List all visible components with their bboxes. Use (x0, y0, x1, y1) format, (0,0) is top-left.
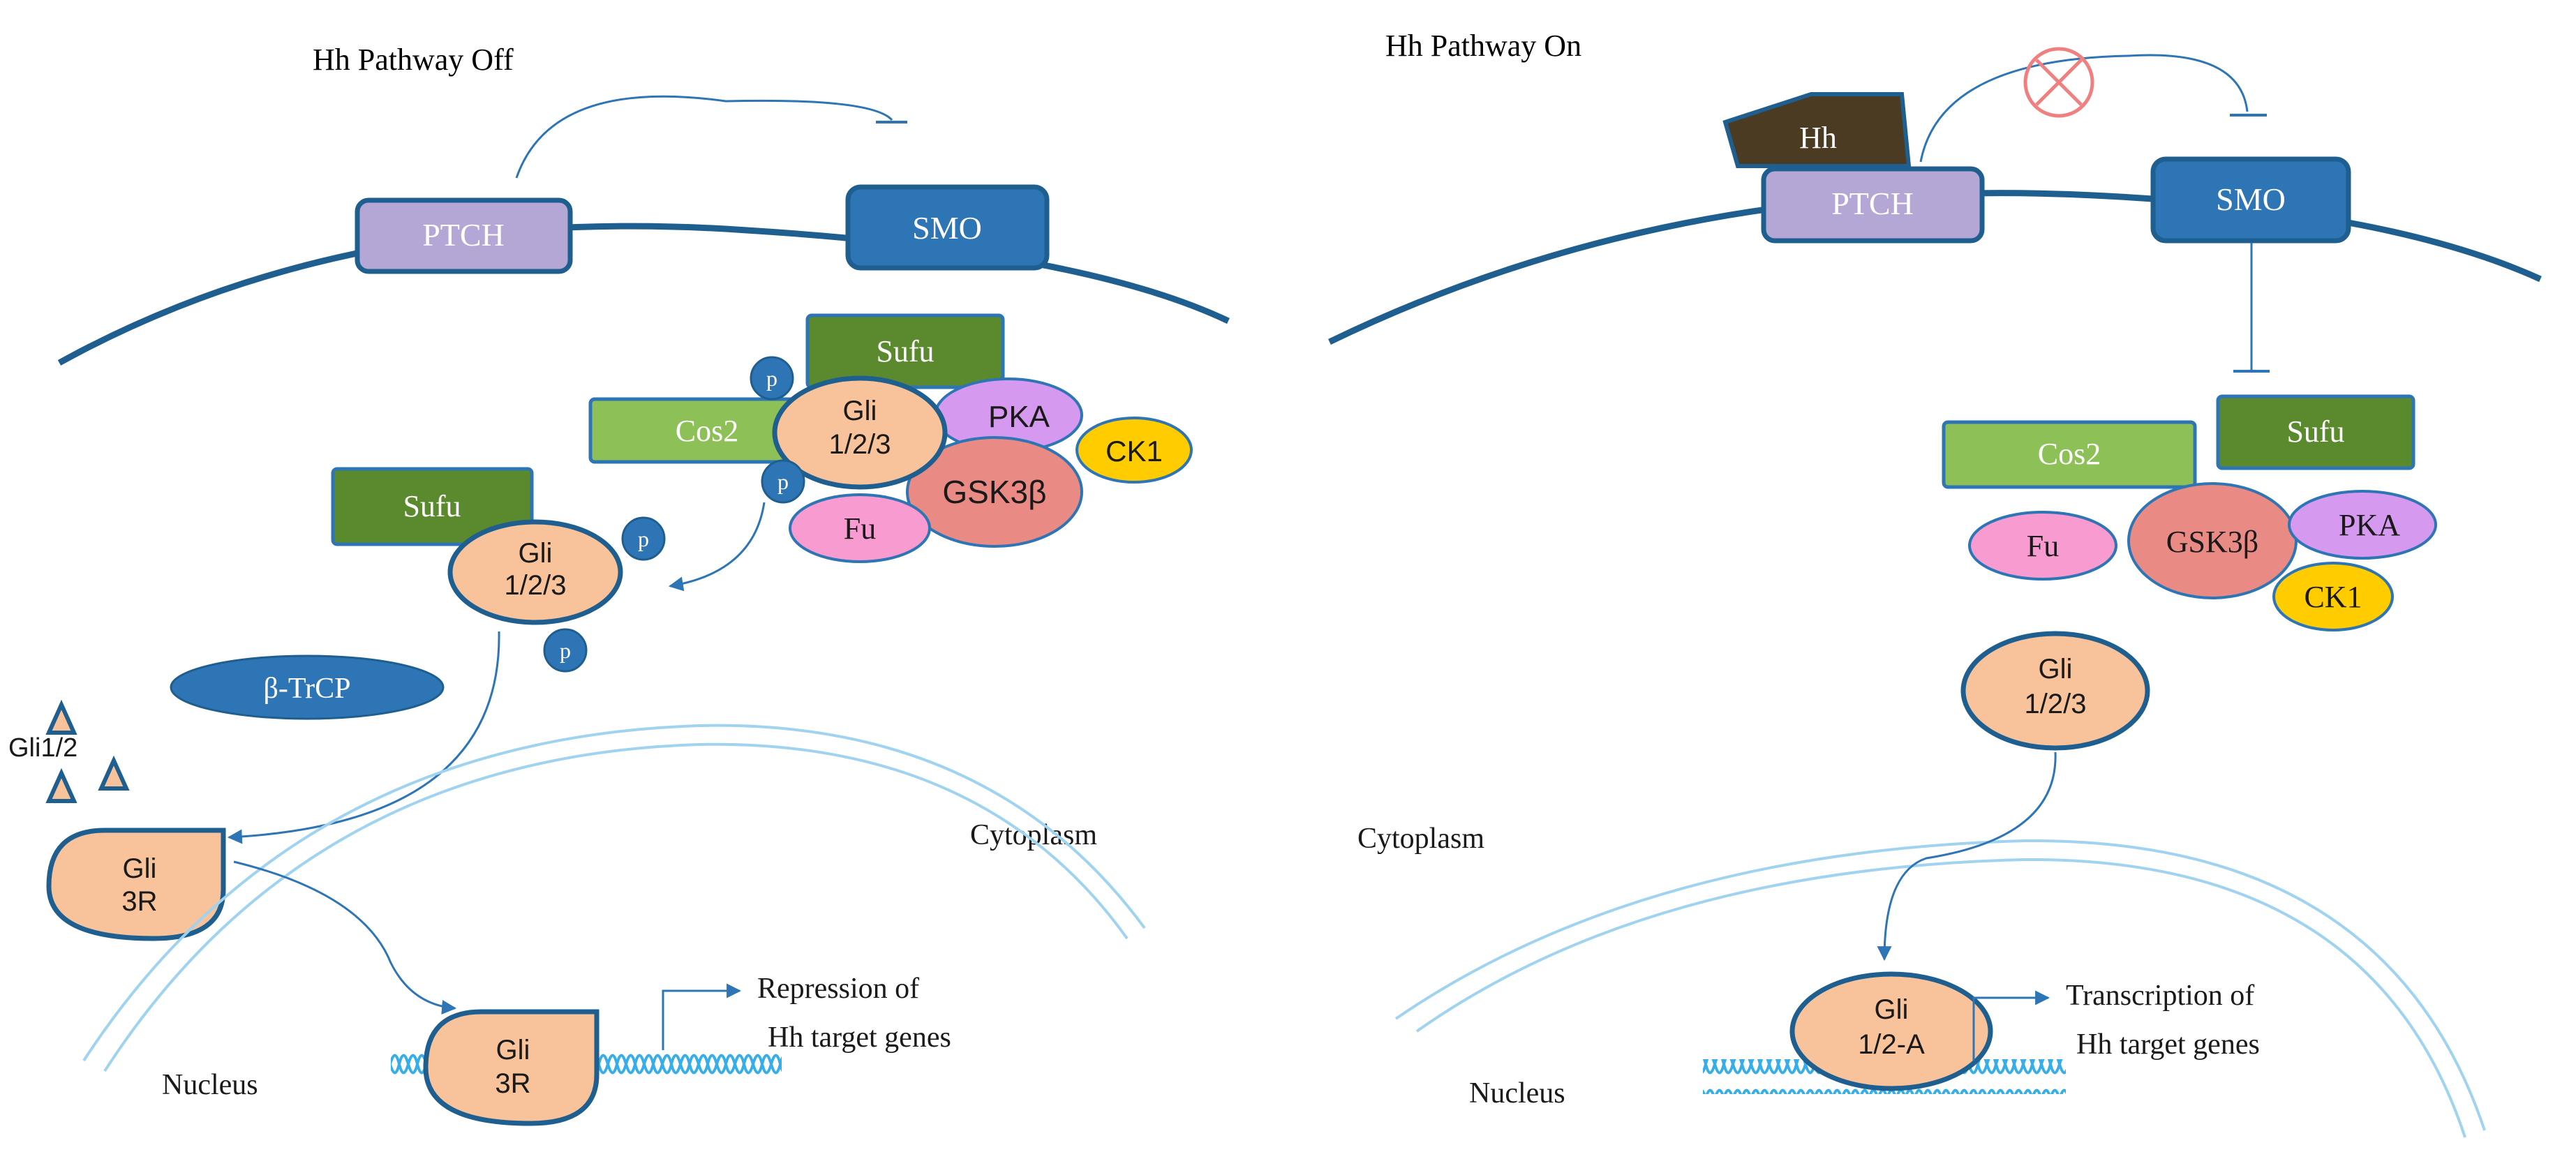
right-hh-label: Hh (1799, 121, 1837, 155)
right-nuclear-envelope-inner (1415, 858, 2466, 1138)
left-ptch-box (355, 197, 573, 274)
svg-text:p: p (766, 366, 777, 391)
left-gli-released-ellipse (447, 519, 623, 625)
right-cytoplasm-label: Cytoplasm (1357, 823, 1484, 855)
right-ptch-label: PTCH (1831, 186, 1914, 221)
right-pka-ellipse (2288, 490, 2437, 560)
left-gli3r-nuc-line1: Gli (496, 1035, 530, 1065)
right-gli-active-line1: Gli (1875, 994, 1909, 1025)
right-gli-free-line1: Gli (2039, 654, 2073, 685)
left-pka-label: PKA (988, 400, 1050, 434)
left-phospho-top: p (750, 356, 794, 401)
right-ck1-label: CK1 (2304, 580, 2362, 614)
left-sufu-box (331, 467, 534, 546)
left-gli12-label: Gli1/2 (8, 733, 77, 763)
left-release-arrow (668, 502, 766, 592)
left-phospho-bottom: p (761, 459, 805, 504)
right-sufu-label: Sufu (2286, 414, 2344, 449)
right-blocked-icon (2023, 47, 2094, 118)
left-cytoplasm-label: Cytoplasm (970, 819, 1097, 851)
left-smo-box (845, 184, 1050, 271)
left-processing-arrow (227, 631, 500, 844)
left-plasma-membrane (57, 223, 1230, 366)
left-outcome-line1: Repression of (757, 973, 919, 1005)
left-gsk3b-label: GSK3β (942, 474, 1046, 510)
right-gli-free-ellipse (1960, 631, 2150, 751)
right-outcome-line1: Transcription of (2066, 980, 2254, 1012)
left-sufu-complex-label: Sufu (876, 334, 934, 368)
right-smo-box (2150, 156, 2351, 244)
left-nuclear-import-arrow (233, 860, 457, 1015)
left-phospho-right: p (621, 516, 666, 561)
left-fu-label: Fu (844, 511, 876, 546)
right-outcome-line2: Hh target genes (2076, 1028, 2260, 1061)
right-cos2-label: Cos2 (2038, 437, 2101, 471)
left-gli3r-cyto-line2: 3R (121, 886, 157, 917)
left-btrcp-label: β-TrCP (264, 673, 351, 705)
right-ck1-ellipse (2272, 562, 2394, 631)
left-ck1-ellipse (1075, 417, 1193, 484)
right-gli-active-ellipse (1789, 971, 1993, 1091)
left-outcome-line2: Hh target genes (768, 1022, 951, 1054)
left-ptch-smo-inhibition (515, 95, 893, 179)
left-cos2-label: Cos2 (676, 414, 738, 448)
left-nuclear-envelope-inner (103, 742, 1129, 1072)
left-gli3r-nuc-shape (423, 1009, 600, 1126)
right-smo-label: SMO (2216, 181, 2286, 217)
right-gsk3b-label: GSK3β (2166, 525, 2258, 559)
left-ck1-label: CK1 (1105, 435, 1163, 467)
right-nuclear-envelope-outer (1394, 839, 2486, 1131)
left-gsk3b-ellipse (906, 436, 1083, 548)
left-gli3r-cyto-line1: Gli (123, 853, 157, 884)
left-nuclear-envelope-outer (82, 724, 1146, 1062)
svg-text:p: p (777, 469, 789, 494)
right-ptch-box (1761, 166, 1985, 244)
left-gli-complex-line1: Gli (843, 396, 877, 426)
right-ptch-smo-inhibition (1919, 54, 2249, 163)
left-gli12-fragment-3 (98, 755, 130, 791)
right-panel: Hh Pathway On Hh PTCH SMO Cos2 Sufu Fu G… (1328, 29, 2542, 1138)
left-ptch-label: PTCH (422, 217, 505, 253)
right-gli-active-line2: 1/2-A (1858, 1029, 1925, 1060)
left-btrcp-ellipse (170, 654, 445, 720)
right-sufu-box (2216, 394, 2415, 470)
right-plasma-membrane (1328, 190, 2542, 345)
left-phospho-lower: p (543, 628, 588, 673)
left-gli-released-line1: Gli (519, 538, 553, 569)
left-transcription-arrow (662, 983, 742, 1050)
left-gli3r-cyto-shape (46, 828, 226, 941)
right-nuclear-import-arrow (1877, 751, 2057, 962)
left-panel: Hh Pathway Off PTCH SMO Sufu Cos2 PKA CK… (8, 43, 1230, 1126)
svg-text:p: p (560, 638, 571, 663)
right-cos2-box (1942, 420, 2197, 489)
right-fu-ellipse (1968, 511, 2117, 581)
left-smo-label: SMO (912, 210, 982, 246)
right-nucleus-label: Nucleus (1469, 1077, 1565, 1109)
right-gli-free-line2: 1/2/3 (2025, 689, 2087, 719)
left-sufu-label: Sufu (403, 489, 461, 523)
left-gli3r-nuc-line2: 3R (495, 1068, 530, 1099)
svg-text:p: p (638, 526, 649, 551)
left-fu-ellipse (789, 493, 931, 563)
left-gli12-fragment-2 (45, 768, 77, 803)
left-nucleus-label: Nucleus (162, 1069, 258, 1101)
right-title: Hh Pathway On (1385, 29, 1581, 63)
right-transcription-arrow (1972, 990, 2050, 1061)
left-gli12-fragment-1 (45, 699, 77, 735)
left-title: Hh Pathway Off (313, 43, 514, 77)
left-gli-complex-line2: 1/2/3 (829, 429, 891, 460)
right-pka-label: PKA (2339, 508, 2400, 542)
left-gli-released-line2: 1/2/3 (505, 570, 567, 601)
left-gli-complex-ellipse (772, 375, 948, 490)
right-hh-ligand (1722, 92, 1912, 168)
right-fu-label: Fu (2027, 529, 2059, 563)
